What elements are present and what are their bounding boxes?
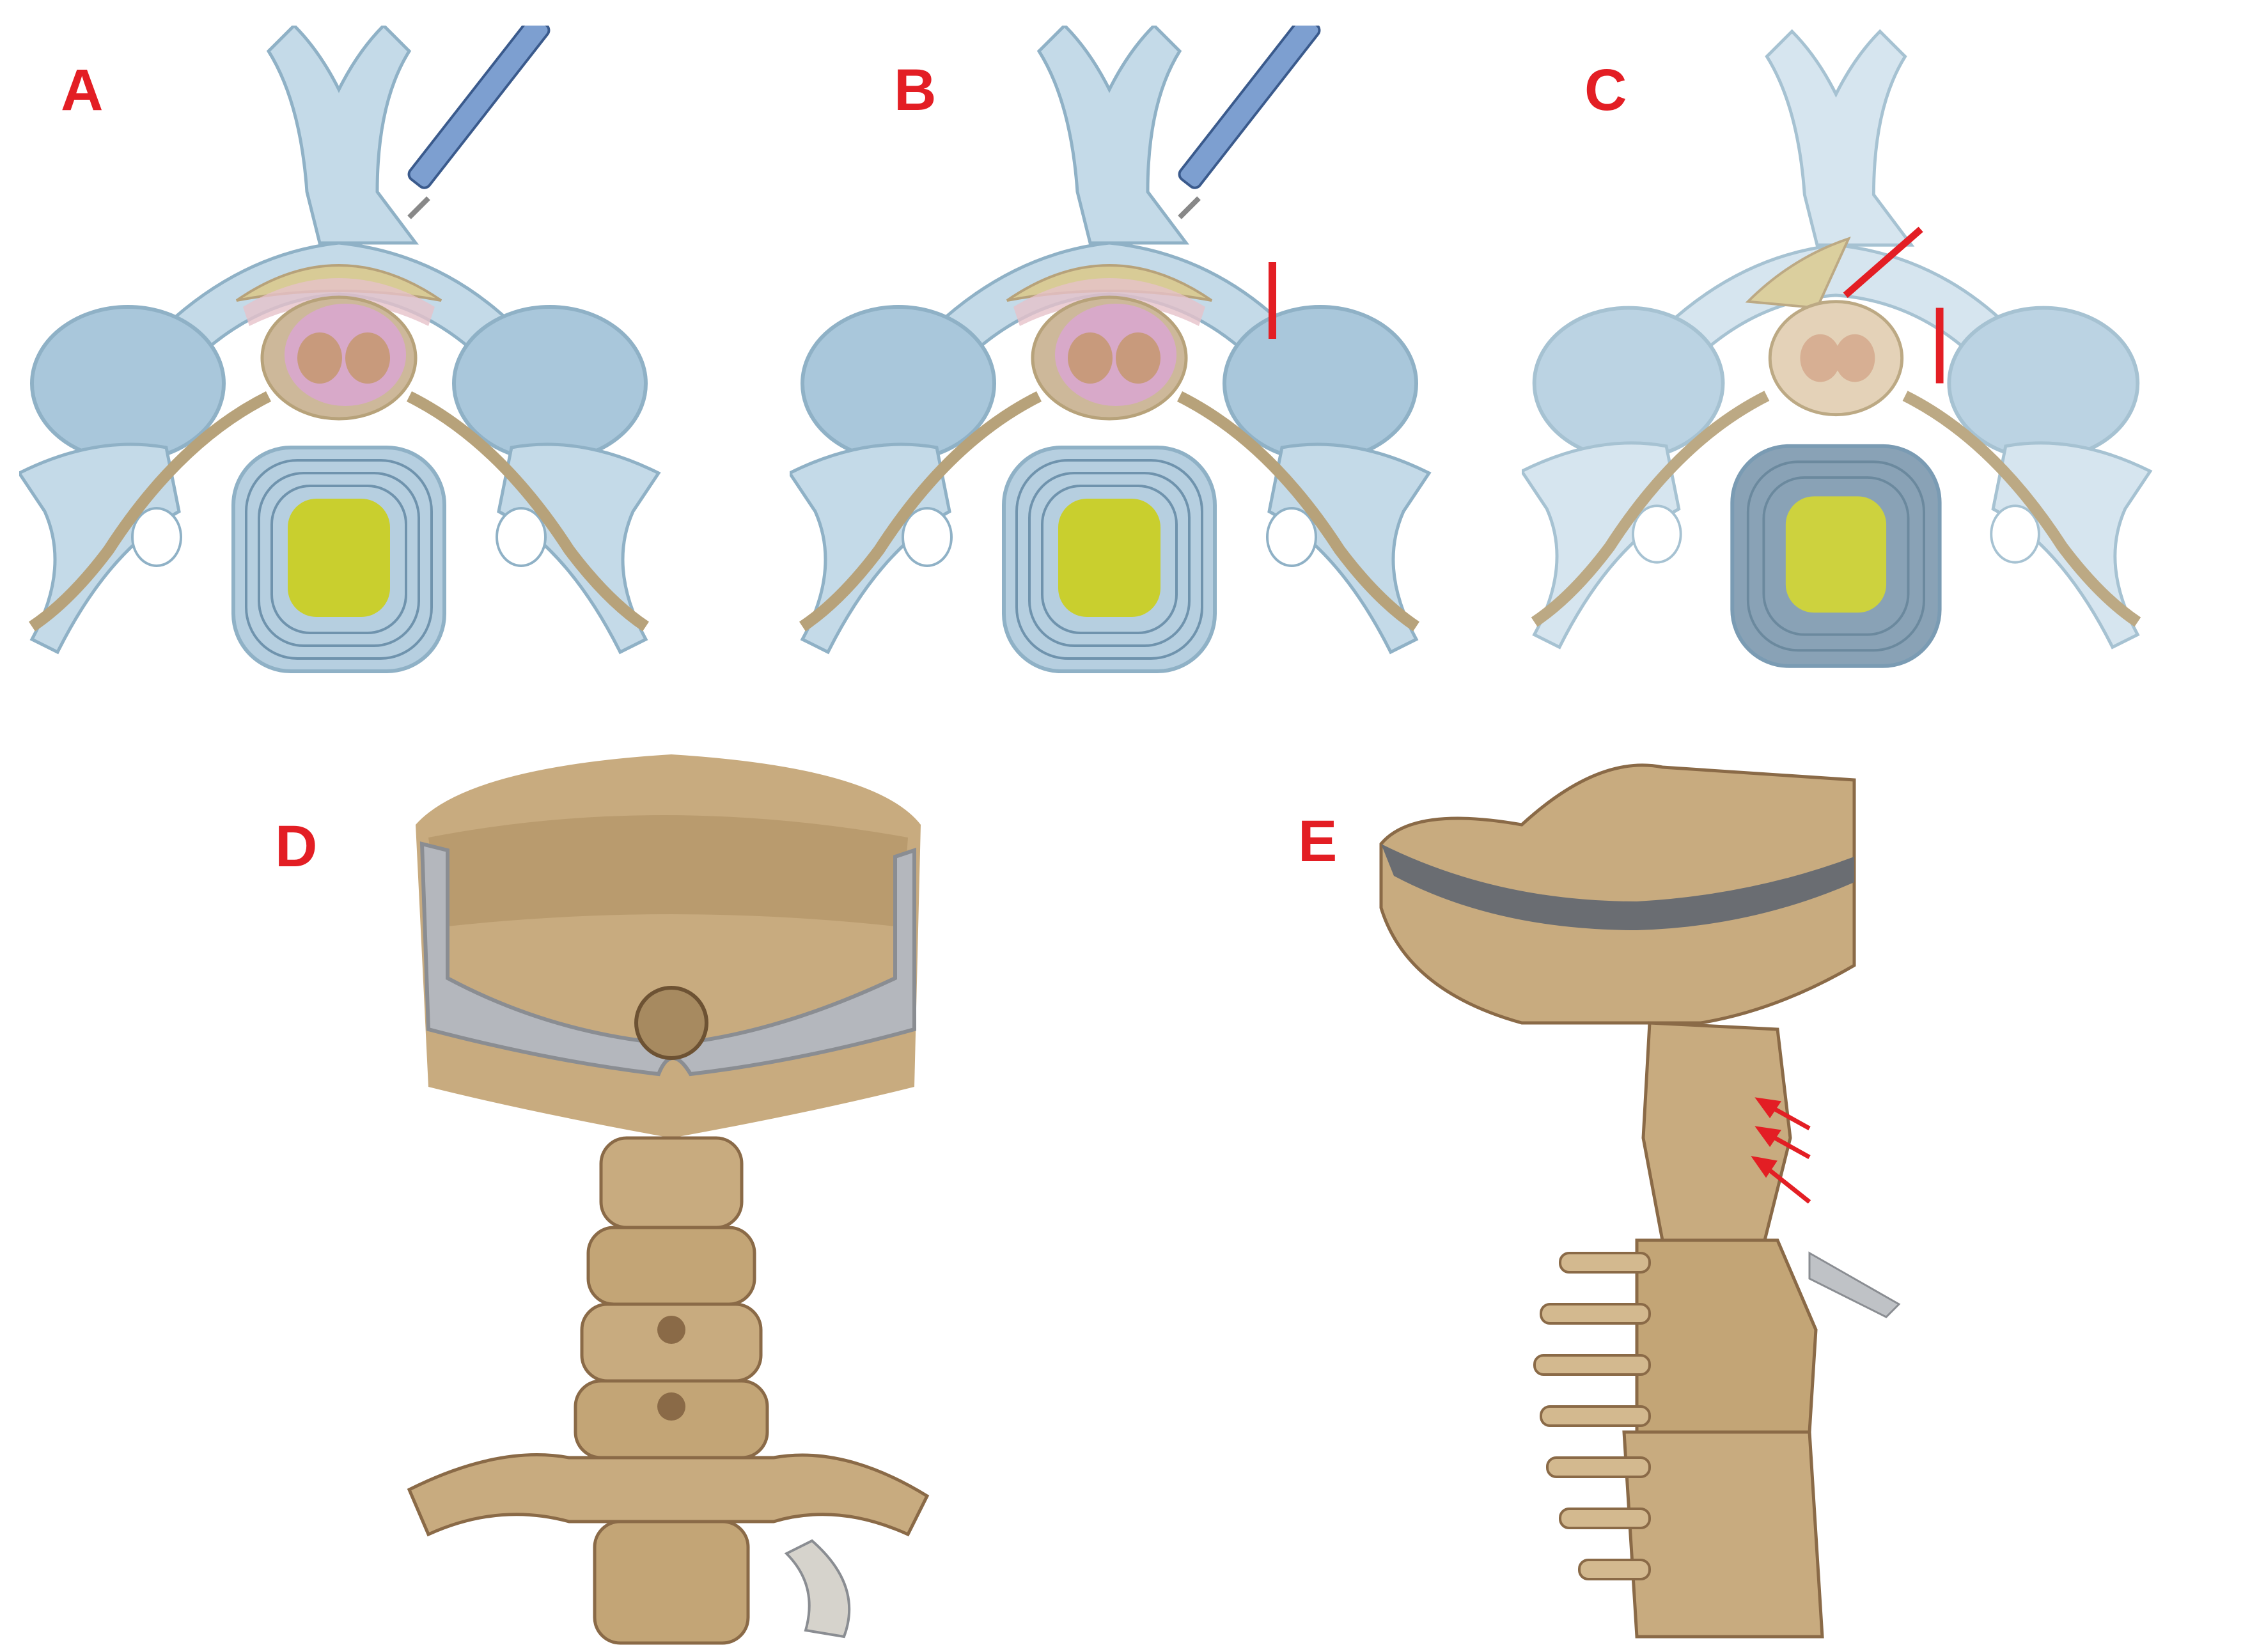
drill-instrument-icon <box>1178 26 1321 219</box>
vertebra-a <box>19 26 661 673</box>
panel-c <box>1522 26 2257 703</box>
vertebra-b <box>790 26 1432 673</box>
panel-d <box>403 754 934 1649</box>
panel-label-d: D <box>275 814 318 879</box>
cervical-spine <box>574 1136 769 1491</box>
vertebra-illustration-c <box>1522 29 2153 668</box>
drill-instrument-icon <box>407 26 551 219</box>
panel-label-a: A <box>61 58 104 123</box>
lateral-spine <box>1533 1021 1901 1639</box>
panel-e <box>1368 754 1963 1649</box>
red-arrow-icon <box>1754 1126 1811 1160</box>
panel-a <box>19 26 767 703</box>
panel-label-c: C <box>1584 58 1627 123</box>
vertebra-illustration-b <box>790 26 1432 673</box>
panel-label-b: B <box>894 58 937 123</box>
red-arrow-icon <box>1754 1097 1811 1131</box>
red-cut-line-icon <box>1843 226 1923 298</box>
panel-label-e: E <box>1298 809 1338 874</box>
vertebra-illustration-a <box>19 26 661 673</box>
panel-b <box>790 26 1538 703</box>
red-arrow-icon <box>1751 1156 1811 1204</box>
vertebra-c <box>1522 29 2153 668</box>
ct-lateral-view <box>1379 763 1901 1639</box>
ct-posterior-view <box>407 754 930 1645</box>
